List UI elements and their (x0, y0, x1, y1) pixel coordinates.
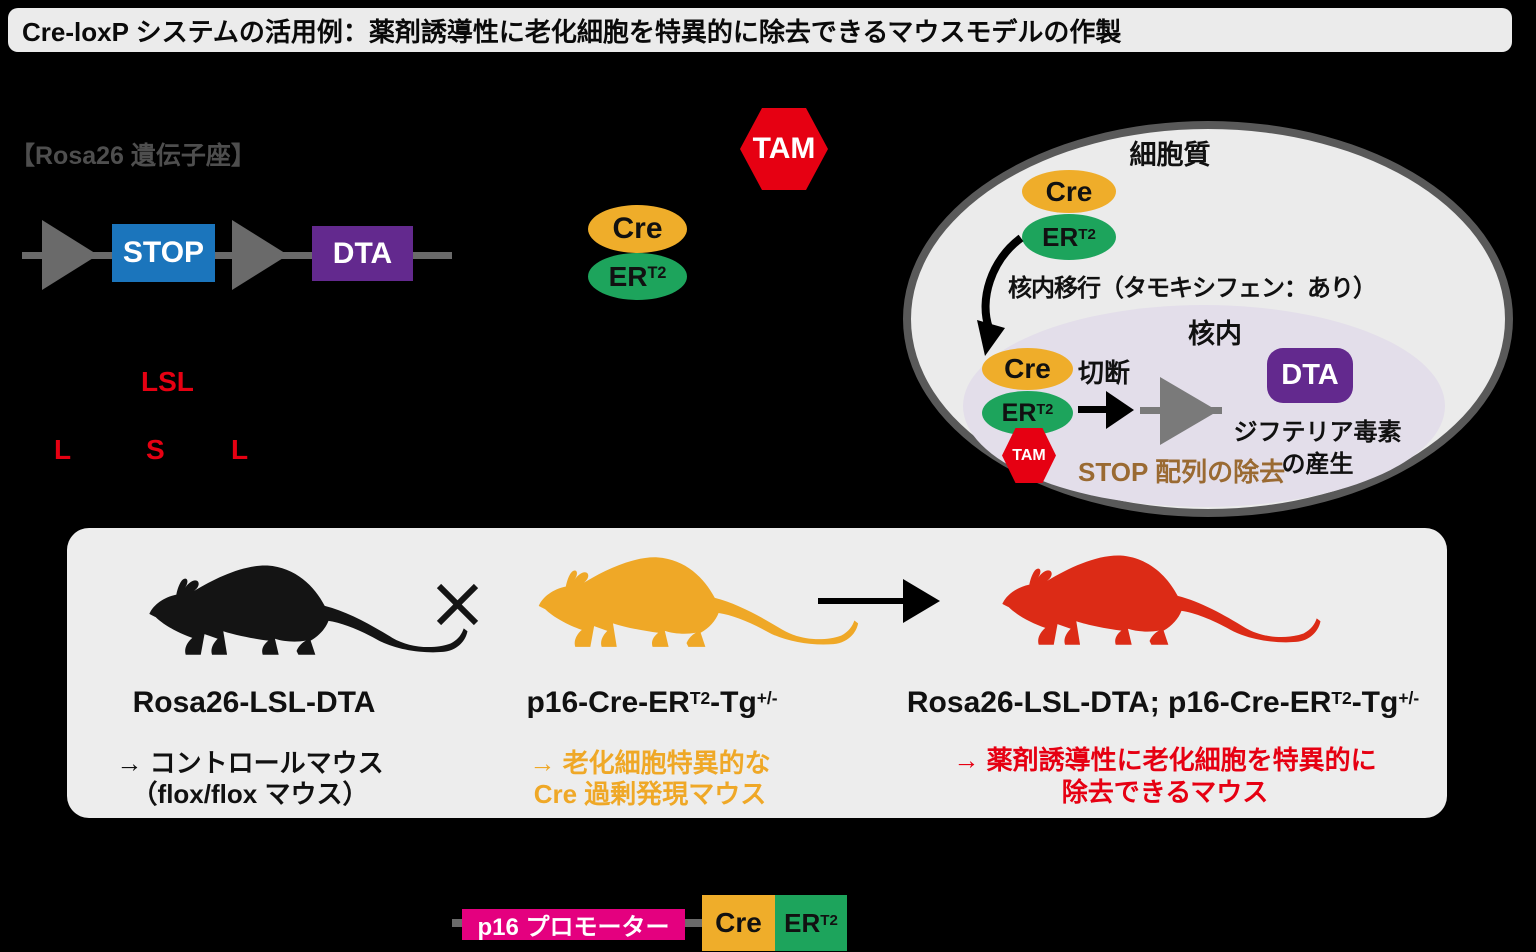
lsl-label: LSL (141, 366, 194, 397)
cross-icon (436, 583, 479, 626)
nuclear-translocation-arrow-icon (977, 234, 1024, 356)
control-mouse-silhouette (149, 565, 468, 655)
stop-box: STOP (112, 224, 215, 282)
cell-er-ellipse: ERT2 (1022, 214, 1116, 260)
toxin-text-line2: の産生 (1281, 451, 1354, 478)
control-mouse-desc: → コントロールマウス （flox/flox マウス） (80, 748, 420, 810)
tam-label: TAM (752, 132, 816, 165)
toxin-text-line1: ジフテリア毒素 (1233, 419, 1402, 446)
stop-initial: S (146, 434, 165, 465)
cell-cre-ellipse: Cre (1022, 170, 1116, 213)
nucleus-tam-label: TAM (1012, 446, 1046, 464)
construct-cre-box: Cre (702, 895, 775, 951)
stop-removal-text: STOP 配列の除去 (1078, 457, 1286, 487)
dta-label: DTA (332, 236, 393, 270)
stop-label: STOP (122, 236, 205, 269)
cut-label: 切断 (1078, 358, 1131, 388)
nucleus-cre-label: Cre (1004, 353, 1051, 384)
cell-cre-label: Cre (1045, 175, 1093, 207)
result-mouse-name: Rosa26-LSL-DTA; p16-Cre-ERT2-Tg+/- (906, 686, 1420, 719)
p16-promoter-box: p16 プロモーター (462, 909, 685, 941)
p16-cre-mouse-desc-line1: → 老化細胞特異的な (529, 748, 771, 778)
tam-hexagon: TAM (740, 108, 828, 190)
breeding-arrow-line (818, 598, 908, 604)
translocation-text: 核内移行（タモキシフェン：あり） (1008, 275, 1377, 302)
cre-ellipse: Cre (588, 205, 687, 253)
cre-label: Cre (612, 212, 663, 245)
er-label: ERT2 (608, 260, 667, 292)
nucleus-er-ellipse: ERT2 (982, 391, 1073, 435)
nucleus-cre-ellipse: Cre (982, 348, 1073, 390)
loxp-triangle-1 (42, 220, 98, 290)
dta-box: DTA (312, 226, 413, 281)
cell-er-label: ERT2 (1042, 221, 1096, 252)
p16-cre-mouse-desc-line2: Cre 過剰発現マウス (533, 779, 767, 809)
result-mouse-desc-line1: → 薬剤誘導性に老化細胞を特異的に (953, 745, 1377, 775)
p16-cre-mouse-silhouette (538, 557, 859, 647)
construct-connector-1 (452, 919, 463, 927)
promoter-triangle (1160, 377, 1218, 445)
control-mouse-desc-line1: → コントロールマウス (116, 748, 384, 778)
nucleus-er-label: ERT2 (1001, 398, 1054, 427)
p16-cre-mouse-name: p16-Cre-ERT2-Tg+/- (526, 686, 778, 719)
cytoplasm-label: 細胞質 (1129, 140, 1211, 170)
result-mouse-silhouette (1002, 555, 1321, 645)
loxp-initial-2: L (231, 434, 249, 465)
construct-cre-label: Cre (715, 907, 762, 938)
nucleus-label: 核内 (1188, 319, 1242, 349)
nucleus-dta-label: DTA (1281, 359, 1339, 391)
construct-er-box: ERT2 (775, 895, 847, 951)
breeding-arrow-head (903, 579, 940, 623)
nucleus-arrow-head (1106, 391, 1134, 429)
result-mouse-desc-line2: 除去できるマウス (1061, 777, 1269, 807)
loxp-triangle-2 (232, 220, 288, 290)
loxp-initial-1: L (54, 434, 72, 465)
er-ellipse: ERT2 (588, 253, 687, 300)
page-title: Cre-loxP システムの活用例：薬剤誘導性に老化細胞を特異的に除去できるマウ… (22, 16, 1122, 47)
construct-er-label: ERT2 (784, 907, 838, 938)
rosa26-locus-heading: 【Rosa26 遺伝子座】 (10, 142, 256, 170)
control-mouse-name: Rosa26-LSL-DTA (132, 686, 376, 719)
result-mouse-desc: → 薬剤誘導性に老化細胞を特異的に 除去できるマウス (905, 744, 1425, 808)
construct-connector-2 (685, 919, 702, 927)
nucleus-dta-box: DTA (1267, 348, 1353, 403)
title-bar: Cre-loxP システムの活用例：薬剤誘導性に老化細胞を特異的に除去できるマウ… (8, 8, 1512, 52)
nucleus-arrow-line (1078, 406, 1110, 413)
p16-cre-mouse-desc: → 老化細胞特異的な Cre 過剰発現マウス (485, 748, 815, 810)
control-mouse-desc-line2: （flox/flox マウス） (131, 779, 369, 809)
p16-promoter-label: p16 プロモーター (477, 914, 670, 941)
